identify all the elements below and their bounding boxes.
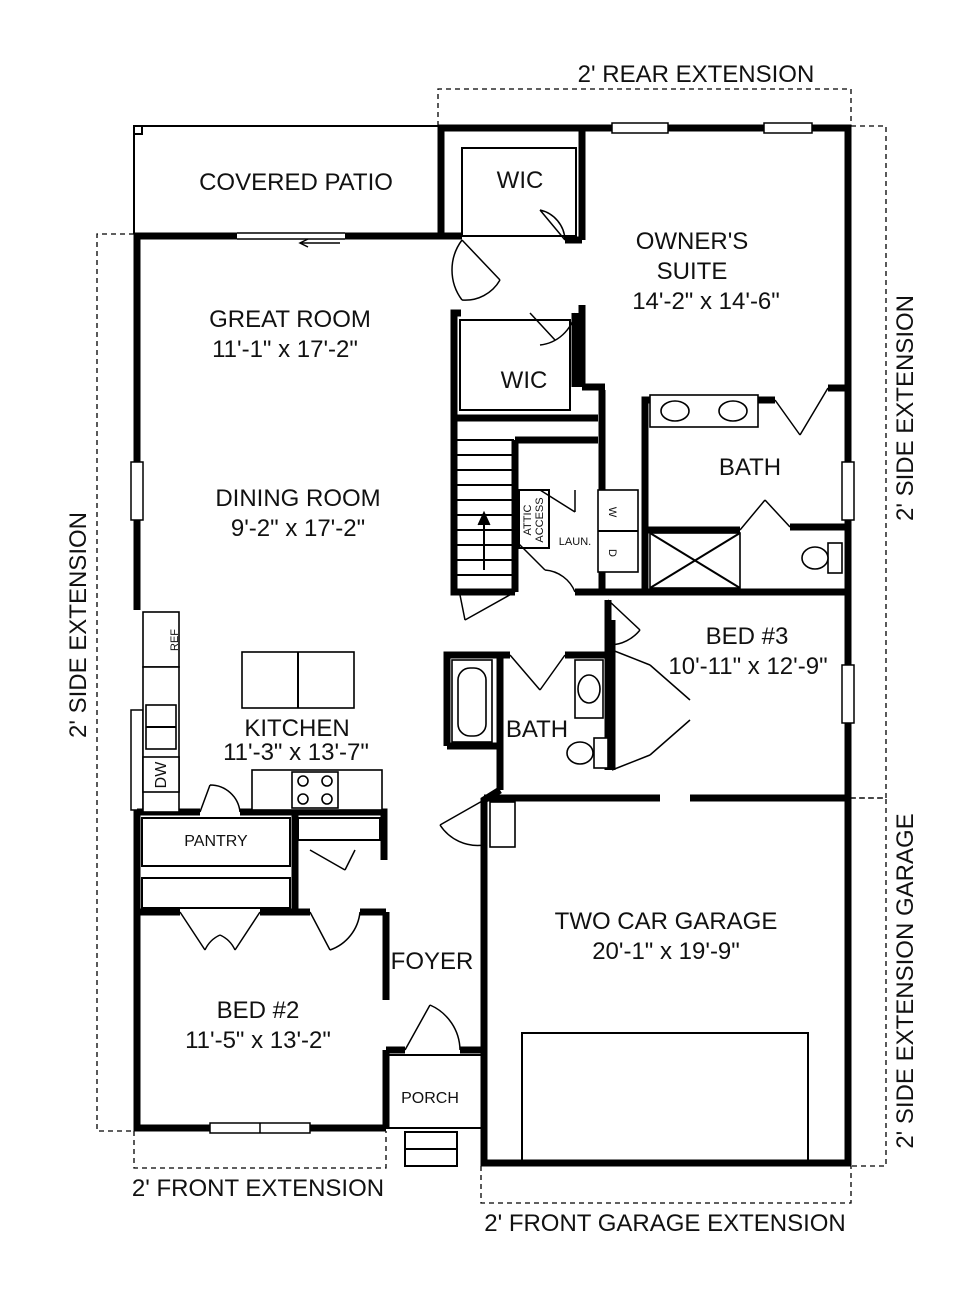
rear-extension-label: 2' REAR EXTENSION [578,61,815,88]
owners-suite-label-1: OWNER'S [636,228,749,255]
kitchen-label: KITCHEN [244,715,349,742]
owners-suite-size: 14'-2" x 14'-6" [632,288,780,315]
bed3-label: BED #3 [706,623,789,650]
porch-label: PORCH [401,1090,459,1107]
window-bed3 [841,664,855,724]
dryer-label: D [606,549,618,557]
owner-bath-label: BATH [719,454,781,481]
covered-patio-label: COVERED PATIO [199,169,393,196]
ref-label: REF [169,629,181,651]
window-suite-1 [611,122,669,134]
front-extension-label: 2' FRONT EXTENSION [132,1175,384,1202]
window-kitchen [130,709,144,811]
room-labels: COVERED PATIO WIC OWNER'S SUITE 14'-2" x… [153,167,828,1107]
window-left [130,461,144,521]
extension-labels: 2' REAR EXTENSION 2' SIDE EXTENSION 2' S… [65,61,919,1237]
bed2-label: BED #2 [217,997,300,1024]
left-side-extension-label: 2' SIDE EXTENSION [65,512,92,738]
hall-bath-label: BATH [506,716,568,743]
attic-label-1: ATTIC [522,504,534,535]
wic-lower-label: WIC [501,367,548,394]
garage-size: 20'-1" x 19'-9" [592,938,740,965]
dw-label: DW [153,761,170,789]
great-room-label: GREAT ROOM [209,306,371,333]
window-bath [841,461,855,521]
sliding-door-patio [237,232,345,248]
left-side-extension-outline [96,233,134,1132]
right-side-extension-label: 2' SIDE EXTENSION [892,295,919,521]
kitchen-size: 11'-3" x 13'-7" [223,739,369,766]
doors [179,209,829,1051]
front-garage-extension-label: 2' FRONT GARAGE EXTENSION [484,1210,846,1237]
attic-label-2: ACCESS [534,497,546,542]
rear-extension-outline [437,88,852,126]
bed2-size: 11'-5" x 13'-2" [185,1027,331,1054]
dining-room-label: DINING ROOM [215,485,380,512]
owners-suite-label-2: SUITE [657,258,728,285]
side-extension-outline [851,125,887,799]
laundry-label: LAUN. [559,536,591,548]
window-suite-2 [763,122,813,134]
foyer-label: FOYER [391,948,474,975]
front-garage-extension-outline [480,1166,852,1204]
covered-patio [133,125,438,234]
fixtures [141,147,843,1167]
pantry-label: PANTRY [184,833,248,850]
side-garage-extension-label: 2' SIDE EXTENSION GARAGE [892,813,919,1148]
washer-label: W [606,507,618,518]
bed3-size: 10'-11" x 12'-9" [668,653,827,680]
garage-label: TWO CAR GARAGE [555,908,778,935]
great-room-size: 11'-1" x 17'-2" [212,336,358,363]
dining-room-size: 9'-2" x 17'-2" [231,515,365,542]
patio-post [133,125,143,135]
front-extension-outline [133,1131,387,1169]
wic-upper-label: WIC [497,167,544,194]
extension-outlines [96,88,887,1204]
stairs [455,439,514,591]
side-garage-extension-outline [851,797,887,1167]
